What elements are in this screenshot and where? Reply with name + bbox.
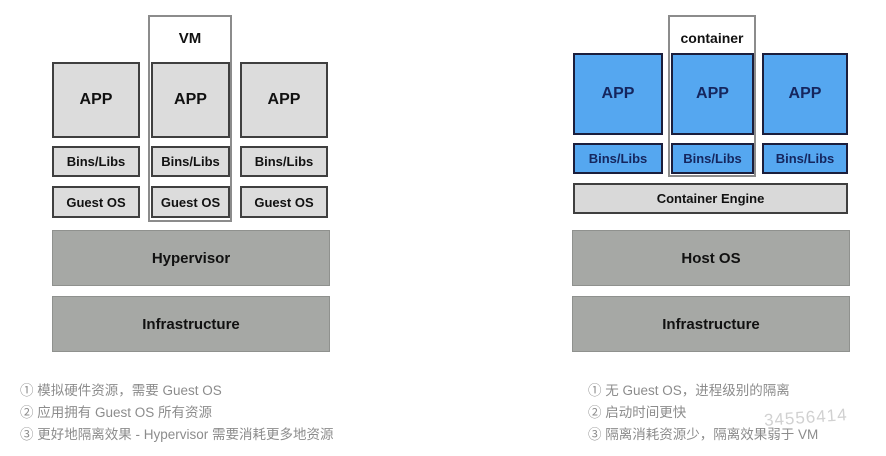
vm-notes: ① 模拟硬件资源，需要 Guest OS ② 应用拥有 Guest OS 所有资… (20, 380, 334, 446)
vm-label: VM (178, 30, 202, 47)
container-app-box-1: APP (573, 53, 663, 135)
container-app-box-3: APP (762, 53, 848, 135)
vm-guestos-box-2: Guest OS (151, 186, 230, 218)
vm-binslibs-box-1: Bins/Libs (52, 146, 140, 177)
container-binslibs-box-1: Bins/Libs (573, 143, 663, 174)
vm-guestos-box-3: Guest OS (240, 186, 328, 218)
container-note-line-1: ① 无 Guest OS，进程级别的隔离 (588, 383, 790, 398)
vm-note-line-3: ③ 更好地隔离效果 - Hypervisor 需要消耗更多地资源 (20, 427, 334, 442)
infrastructure-layer-right: Infrastructure (572, 296, 850, 352)
container-engine-layer: Container Engine (573, 183, 848, 214)
vm-binslibs-box-3: Bins/Libs (240, 146, 328, 177)
container-note-line-3: ③ 隔离消耗资源少，隔离效果弱于 VM (588, 427, 819, 442)
vm-note-line-2: ② 应用拥有 Guest OS 所有资源 (20, 405, 213, 420)
vm-app-box-2: APP (151, 62, 230, 138)
host-os-layer: Host OS (572, 230, 850, 286)
vm-note-line-1: ① 模拟硬件资源，需要 Guest OS (20, 383, 222, 398)
container-app-box-2: APP (671, 53, 754, 135)
container-note-line-2: ② 启动时间更快 (588, 405, 687, 420)
hypervisor-layer: Hypervisor (52, 230, 330, 286)
vm-guestos-box-1: Guest OS (52, 186, 140, 218)
vm-app-box-3: APP (240, 62, 328, 138)
vm-app-box-1: APP (52, 62, 140, 138)
container-binslibs-box-3: Bins/Libs (762, 143, 848, 174)
container-binslibs-box-2: Bins/Libs (671, 143, 754, 174)
container-notes: ① 无 Guest OS，进程级别的隔离 ② 启动时间更快 ③ 隔离消耗资源少，… (588, 380, 818, 446)
container-label: container (680, 30, 744, 46)
vm-binslibs-box-2: Bins/Libs (151, 146, 230, 177)
infrastructure-layer-left: Infrastructure (52, 296, 330, 352)
